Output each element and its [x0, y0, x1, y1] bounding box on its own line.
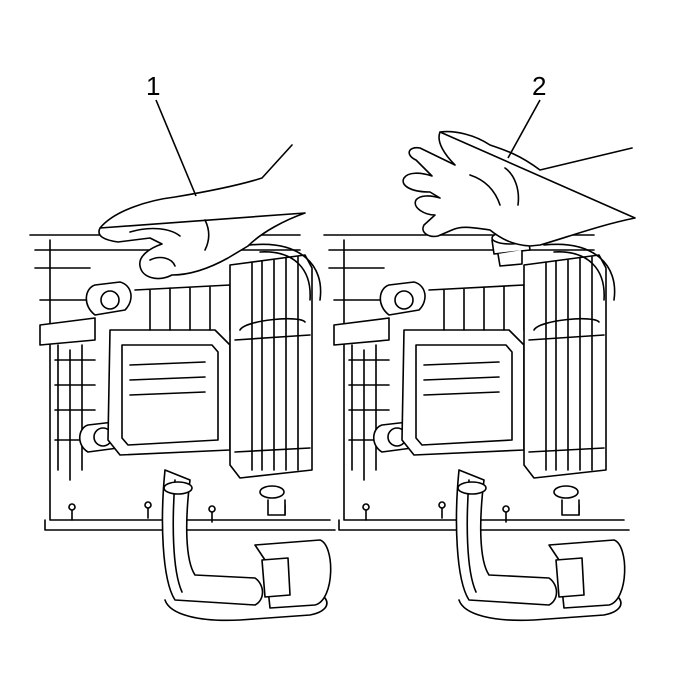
panel-1-assembly [29, 234, 336, 622]
callout-1-leader [155, 99, 197, 197]
callout-1-label: 1 [146, 71, 161, 101]
panel-2-hand [402, 130, 636, 247]
callout-2-label: 2 [532, 71, 547, 101]
callout-2-leader [507, 99, 541, 159]
panel-2-assembly [323, 234, 630, 622]
